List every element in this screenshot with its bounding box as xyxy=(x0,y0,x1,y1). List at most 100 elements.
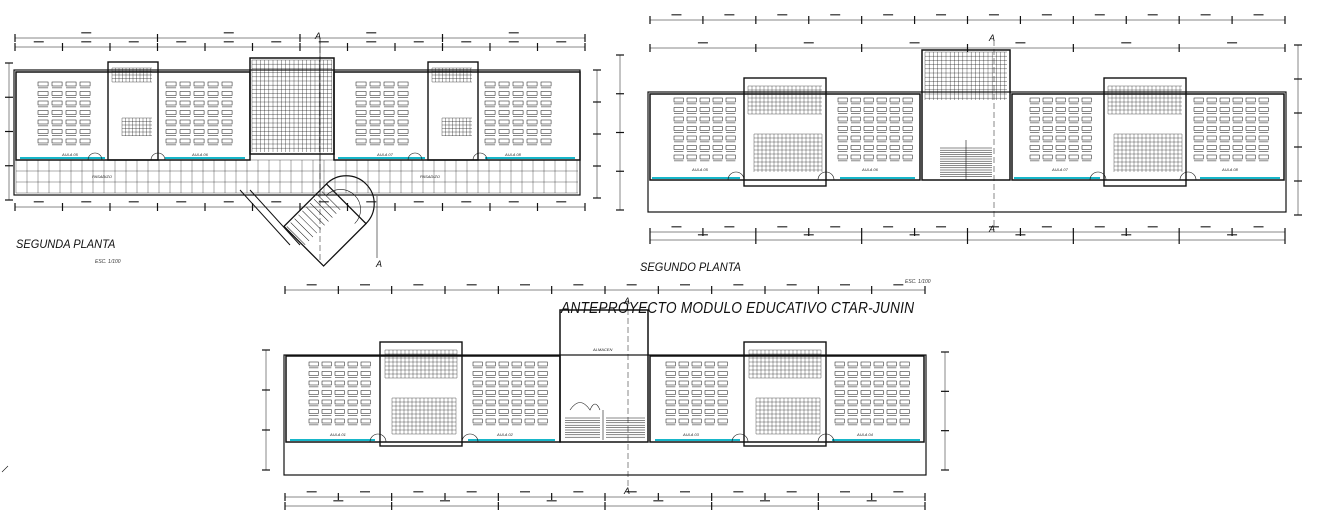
desk xyxy=(691,409,702,414)
storage-stair-3 xyxy=(559,309,649,443)
desk xyxy=(1219,116,1230,122)
dimension-text xyxy=(936,14,947,16)
door-swing xyxy=(87,152,103,161)
desk xyxy=(369,138,381,144)
desk xyxy=(1245,107,1256,112)
desk xyxy=(712,97,723,103)
dimension-text xyxy=(733,491,744,493)
desk xyxy=(51,91,63,96)
desk xyxy=(850,97,861,103)
desk xyxy=(472,390,483,395)
desk xyxy=(498,371,509,376)
desk xyxy=(850,116,861,122)
desk xyxy=(193,129,205,134)
desk xyxy=(704,409,715,414)
desk xyxy=(1029,116,1040,122)
desk xyxy=(704,380,715,386)
desk xyxy=(37,110,49,115)
desk xyxy=(902,154,913,160)
bathroom-tiles xyxy=(391,397,457,435)
desk xyxy=(65,129,77,134)
dimension-text xyxy=(893,284,904,286)
section-mark-a-top-2: A xyxy=(989,33,996,43)
desk xyxy=(837,107,848,112)
desk xyxy=(860,418,871,424)
desk xyxy=(37,129,49,134)
dimension-text xyxy=(1094,14,1105,16)
dimension-top-1b xyxy=(14,32,586,42)
bathroom-tiles xyxy=(747,85,822,115)
desk xyxy=(498,110,510,115)
desk xyxy=(485,399,496,405)
desk xyxy=(397,138,409,144)
desk xyxy=(383,91,395,96)
desk xyxy=(193,91,205,96)
desk xyxy=(665,409,676,414)
dimension-text xyxy=(461,201,472,203)
dimension-text xyxy=(830,14,841,16)
desk xyxy=(165,100,177,106)
desk-grid xyxy=(165,81,233,146)
dimension-bottom-1 xyxy=(14,201,586,211)
desk xyxy=(876,116,887,122)
desk xyxy=(1193,107,1204,112)
desk xyxy=(360,409,371,414)
desk xyxy=(498,390,509,395)
desk xyxy=(1193,154,1204,160)
desk-grid xyxy=(673,97,736,162)
dimension-text xyxy=(573,284,584,286)
bathroom-tiles xyxy=(431,67,472,83)
corridor-label: PASADIZO xyxy=(420,174,440,179)
desk xyxy=(334,361,345,367)
desk xyxy=(1055,126,1066,131)
desk xyxy=(37,138,49,144)
desk xyxy=(834,399,845,405)
dimension-text xyxy=(840,491,850,493)
desk-grid xyxy=(472,361,548,426)
desk xyxy=(369,129,381,134)
desk xyxy=(876,97,887,103)
desk xyxy=(847,409,858,414)
stair-step xyxy=(294,218,314,238)
desk xyxy=(717,390,728,395)
desk xyxy=(498,91,510,96)
desk xyxy=(347,399,358,405)
desk xyxy=(837,135,848,141)
desk xyxy=(79,91,91,96)
stair-step xyxy=(306,206,325,226)
room-label: AULA 03 xyxy=(683,432,699,437)
dimension-text xyxy=(546,500,557,502)
desk xyxy=(1219,107,1230,112)
desk xyxy=(834,418,845,424)
desk xyxy=(889,107,900,112)
desk xyxy=(498,119,510,125)
desk xyxy=(334,418,345,424)
ramp-edge xyxy=(249,189,301,246)
desk xyxy=(1258,154,1269,160)
desk xyxy=(498,380,509,386)
bathroom-block-6 xyxy=(743,341,827,447)
desk xyxy=(1219,97,1230,103)
dimension-text xyxy=(128,201,139,203)
desk xyxy=(686,145,697,150)
desk xyxy=(699,116,710,122)
desk xyxy=(360,361,371,367)
dimension-text xyxy=(461,41,472,43)
desk xyxy=(65,110,77,115)
bathroom-block-5 xyxy=(379,341,463,447)
dimension-text xyxy=(573,491,584,493)
desk xyxy=(334,390,345,395)
desk xyxy=(1245,126,1256,131)
desk xyxy=(712,126,723,131)
desk xyxy=(334,380,345,386)
desk xyxy=(355,100,367,106)
door-swing xyxy=(731,433,749,443)
bathroom-tiles xyxy=(111,67,152,83)
desk xyxy=(673,107,684,112)
desk xyxy=(860,361,871,367)
desk xyxy=(1068,126,1079,131)
desk xyxy=(472,371,483,376)
room-label: AULA 02 xyxy=(497,432,513,437)
dimension-bottom-2b xyxy=(649,226,1286,236)
desk xyxy=(347,418,358,424)
